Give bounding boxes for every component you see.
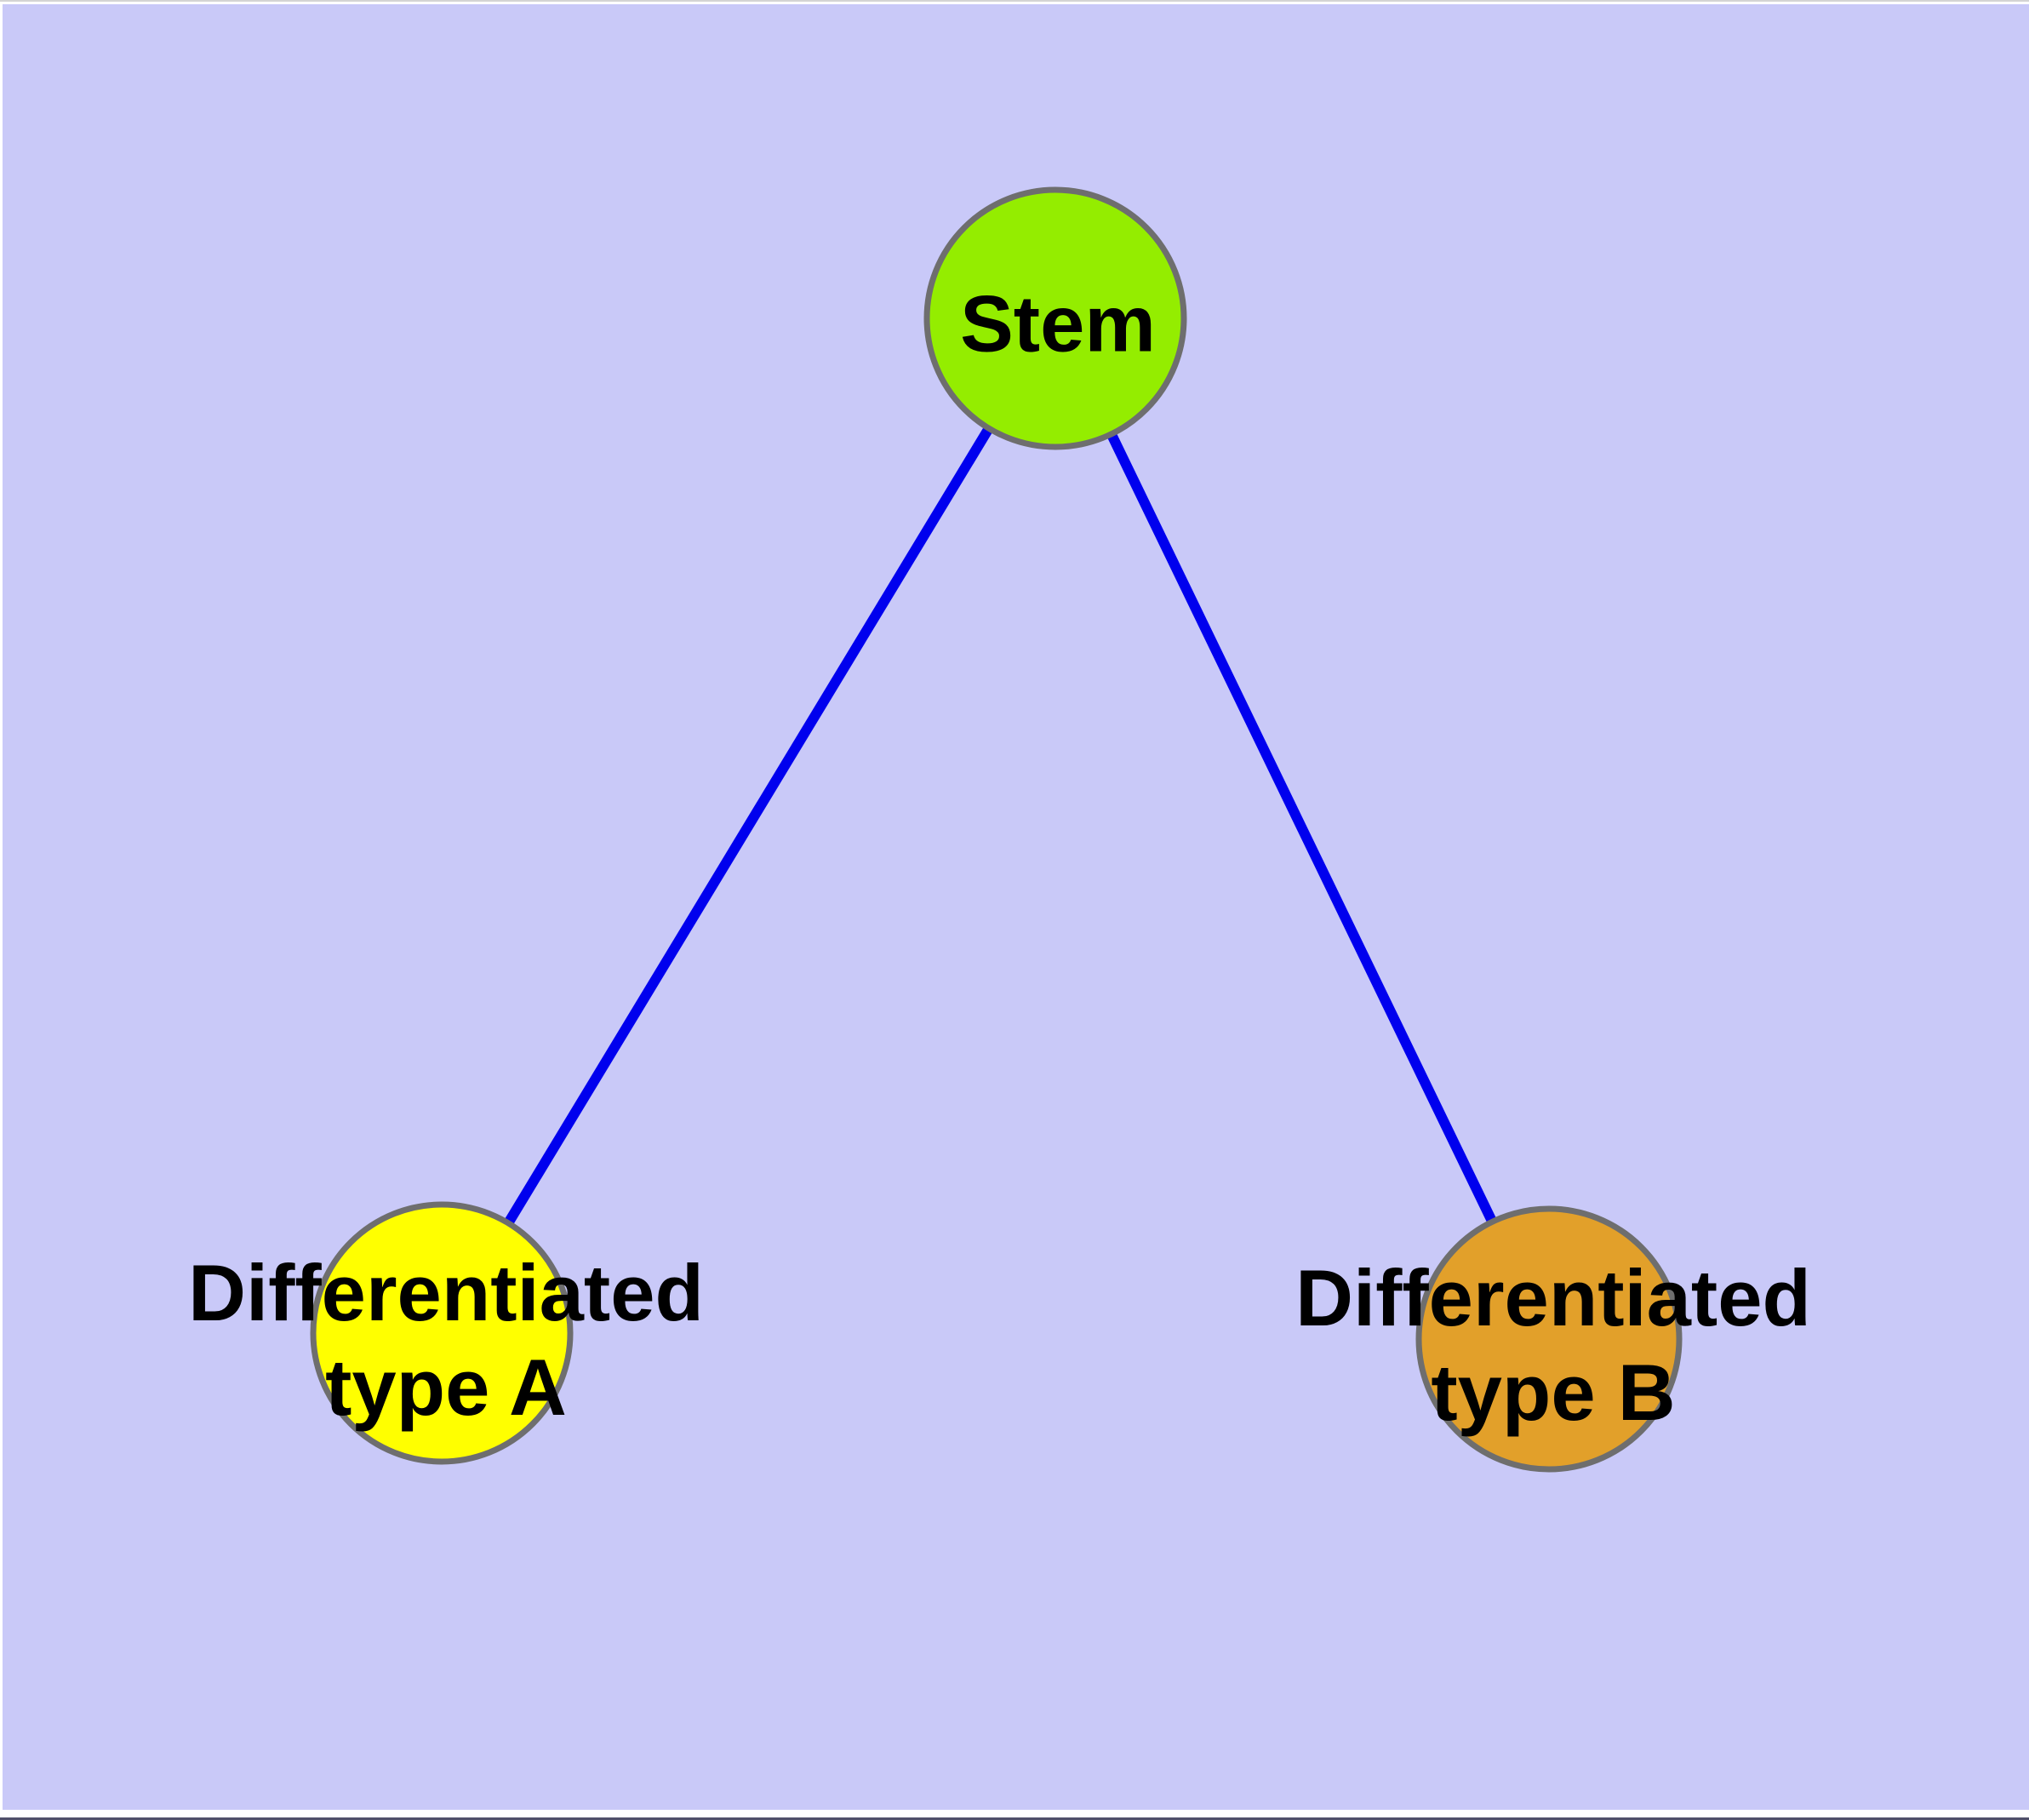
type-a-label-line1: Differentiated: [188, 1248, 704, 1338]
diagram-canvas: Stem Differentiated type A Differentiate…: [3, 4, 2029, 1810]
stem-node-label: Stem: [960, 278, 1156, 372]
edge-stem-to-type-a: [437, 315, 1060, 1336]
window-bottom-hairline: [0, 1817, 2029, 1820]
type-a-node-label: Differentiated type A: [188, 1246, 704, 1435]
graph-svg: [310, 186, 1683, 1473]
stem-node-circle: [923, 186, 1187, 450]
type-a-node-circle: [310, 1201, 574, 1465]
type-b-node-circle: [1415, 1205, 1683, 1473]
edge-stem-to-type-b: [1050, 316, 1554, 1342]
type-b-node-label: Differentiated type B: [1295, 1251, 1811, 1440]
type-b-label-line2: type B: [1431, 1348, 1676, 1437]
type-b-label-line1: Differentiated: [1295, 1253, 1811, 1343]
stem-label-text: Stem: [960, 278, 1156, 369]
window-top-hairline: [0, 0, 2029, 2]
type-a-label-line2: type A: [325, 1342, 567, 1432]
